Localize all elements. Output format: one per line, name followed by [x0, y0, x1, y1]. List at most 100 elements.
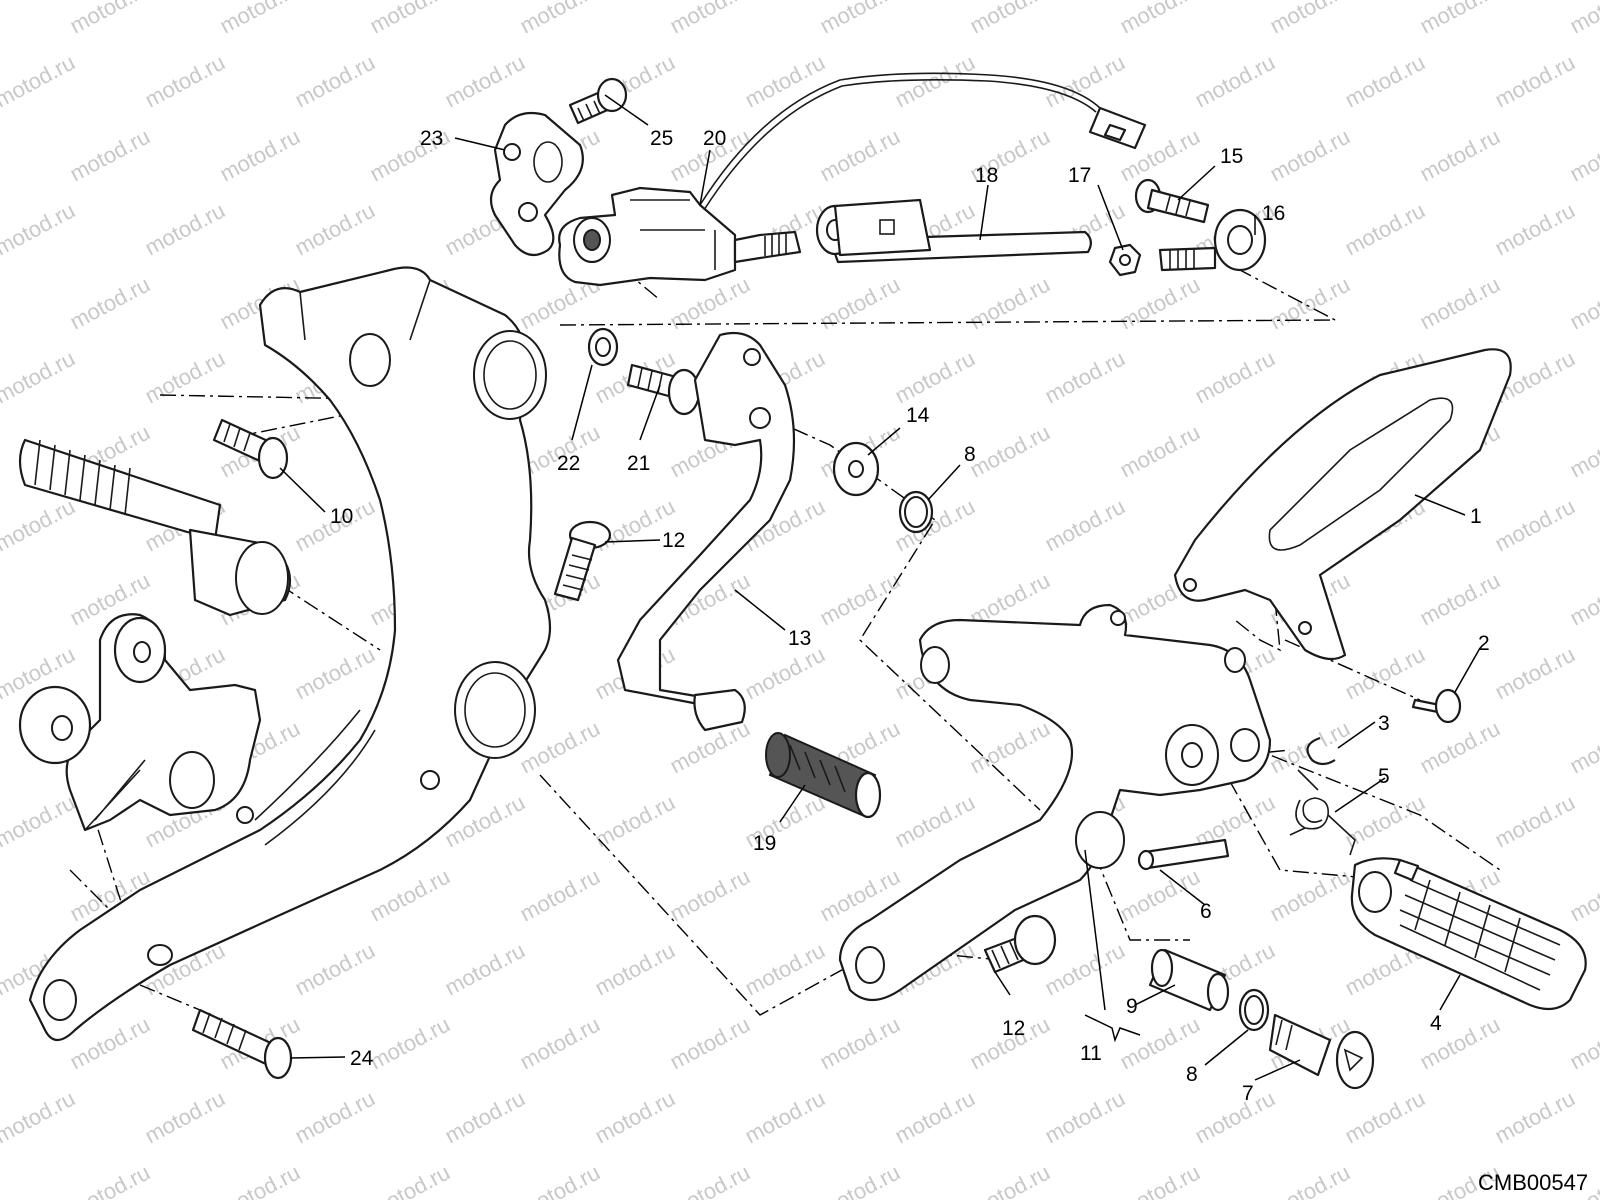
part-left-peg [18, 438, 292, 617]
watermark-text: motod.ru [0, 1012, 4, 1075]
watermark-text: motod.ru [516, 864, 604, 927]
watermark-text: motod.ru [1041, 494, 1129, 557]
watermark-text: motod.ru [1041, 50, 1129, 113]
watermark-text: motod.ru [1266, 0, 1354, 38]
callout-21: 21 [627, 452, 650, 475]
callout-7: 7 [1242, 1082, 1254, 1105]
callout-17: 17 [1068, 164, 1091, 187]
watermark-text: motod.ru [741, 1086, 829, 1149]
part-5-spring [1289, 769, 1356, 856]
watermark-text: motod.ru [1341, 642, 1429, 705]
watermark-text: motod.ru [1191, 1086, 1279, 1149]
watermark-text: motod.ru [0, 198, 79, 261]
part-22-washer [587, 327, 619, 367]
part-1-heel-guard [1173, 348, 1512, 661]
watermark-text: motod.ru [291, 938, 379, 1001]
callout-20: 20 [703, 127, 726, 150]
part-frame-bracket [28, 266, 552, 1042]
watermark-text: motod.ru [666, 0, 754, 38]
watermark-text: motod.ru [441, 938, 529, 1001]
part-2-screw [1411, 688, 1462, 724]
watermark-text: motod.ru [1116, 864, 1204, 927]
callout-22: 22 [557, 452, 580, 475]
watermark-text: motod.ru [291, 198, 379, 261]
part-14-washer [832, 441, 880, 497]
watermark-text: motod.ru [141, 1086, 229, 1149]
watermark-text: motod.ru [1566, 124, 1600, 187]
part-8-ring-upper [898, 490, 934, 534]
watermark-text: motod.ru [1416, 124, 1504, 187]
callout-8a: 8 [964, 443, 976, 466]
watermark-text: motod.ru [966, 0, 1054, 38]
watermark-text: motod.ru [1416, 568, 1504, 631]
watermark-text: motod.ru [0, 50, 79, 113]
watermark-text: motod.ru [1191, 346, 1279, 409]
callout-25: 25 [650, 127, 673, 150]
callout-15: 15 [1220, 145, 1243, 168]
watermark-text: motod.ru [1491, 790, 1579, 853]
watermark-text: motod.ru [0, 494, 79, 557]
callout-9: 9 [1126, 995, 1138, 1018]
callout-19: 19 [753, 832, 776, 855]
part-17-nut [1108, 243, 1142, 277]
callout-23: 23 [420, 127, 443, 150]
watermark-text: motod.ru [666, 864, 754, 927]
part-3-clip [1306, 736, 1336, 766]
watermark-text: motod.ru [816, 1012, 904, 1075]
watermark-text: motod.ru [816, 272, 904, 335]
watermark-text: motod.ru [1566, 864, 1600, 927]
watermark-text: motod.ru [966, 1160, 1054, 1200]
part-footpeg-bracket [838, 603, 1272, 1002]
part-9-spacer [1148, 948, 1230, 1012]
watermark-text: motod.ru [1416, 0, 1504, 38]
drawing-code: CMB00547 [1478, 1170, 1588, 1195]
watermark-text: motod.ru [0, 124, 4, 187]
callout-3: 3 [1378, 712, 1390, 735]
watermark-text: motod.ru [1491, 50, 1579, 113]
watermark-text: motod.ru [0, 790, 79, 853]
watermark-text: motod.ru [0, 346, 79, 409]
callout-24: 24 [350, 1047, 374, 1070]
watermark-text: motod.ru [1341, 1086, 1429, 1149]
part-7-pin-bolt [1268, 1013, 1375, 1090]
watermark-text: motod.ru [1566, 272, 1600, 335]
watermark-text: motod.ru [1566, 1012, 1600, 1075]
watermark-text: motod.ru [0, 0, 4, 38]
callout-8b: 8 [1186, 1063, 1198, 1086]
watermark-text: motod.ru [1116, 1160, 1204, 1200]
watermark-text: motod.ru [141, 346, 229, 409]
watermark-text: motod.ru [1266, 864, 1354, 927]
callout-1: 1 [1470, 505, 1482, 528]
watermark-text: motod.ru [591, 1086, 679, 1149]
watermark-text: motod.ru [0, 864, 4, 927]
watermark-text: motod.ru [516, 0, 604, 38]
watermark-text: motod.ru [1266, 124, 1354, 187]
watermark-text: motod.ru [1491, 198, 1579, 261]
watermark-text: motod.ru [966, 716, 1054, 779]
part-19-rubber-pad [765, 732, 882, 819]
watermark-text: motod.ru [816, 124, 904, 187]
watermark-text: motod.ru [891, 1086, 979, 1149]
part-6-pin [1137, 838, 1230, 871]
watermark-text: motod.ru [1041, 1086, 1129, 1149]
watermark-text: motod.ru [1566, 420, 1600, 483]
watermark-text: motod.ru [1341, 198, 1429, 261]
watermark-text: motod.ru [0, 420, 4, 483]
watermark-text: motod.ru [66, 124, 154, 187]
part-12-bolt-lower [983, 914, 1057, 974]
watermark-text: motod.ru [66, 272, 154, 335]
watermark-text: motod.ru [966, 272, 1054, 335]
part-4-footpeg [1350, 857, 1587, 1011]
part-18-rod [815, 198, 1092, 264]
part-20-sensor [558, 72, 1147, 287]
watermark-text: motod.ru [516, 1160, 604, 1200]
watermark-text: motod.ru [1491, 642, 1579, 705]
watermark-text: motod.ru [591, 790, 679, 853]
watermark-text: motod.ru [1041, 346, 1129, 409]
watermark-text: motod.ru [1266, 1160, 1354, 1200]
watermark-text: motod.ru [141, 50, 229, 113]
callout-labels: 1 2 3 4 5 6 7 8 8 9 10 11 12 12 13 14 15… [330, 127, 1490, 1105]
watermark-text: motod.ru [0, 568, 4, 631]
watermark-text: motod.ru [1341, 50, 1429, 113]
